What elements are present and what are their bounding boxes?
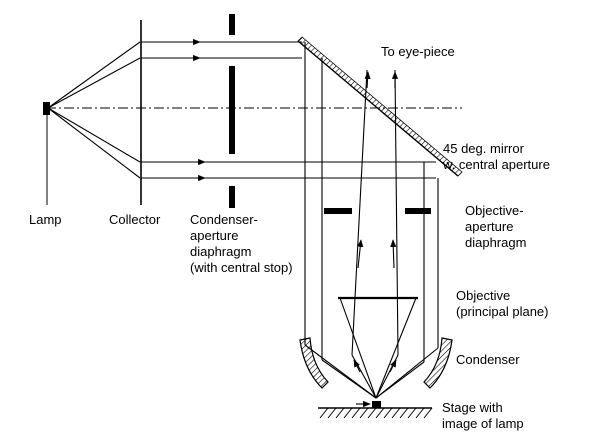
label-mirror-line1: 45 deg. mirror [443, 141, 524, 156]
reflected-beams [304, 42, 439, 362]
imaging-rays [304, 69, 439, 399]
label-condenser-aperture: Condenser- aperture diaphragm (with cent… [190, 212, 293, 276]
label-lamp: Lamp [29, 212, 62, 227]
beam-arrows [180, 38, 206, 182]
objective-aperture-diaphragm [324, 208, 431, 214]
label-stage: Stage with image of lamp [442, 400, 524, 432]
label-objective-aperture-line3: diaphragm [465, 235, 527, 250]
label-stage-line1: Stage with [442, 400, 503, 415]
label-objective-aperture-line2: aperture [465, 219, 514, 234]
label-condenser: Condenser [456, 352, 520, 367]
condenser-reflectors [299, 337, 453, 389]
stage [318, 400, 433, 419]
label-to-eyepiece: To eye-piece [381, 44, 455, 59]
lamp-rays [47, 41, 141, 179]
label-condenser-aperture-line1: Condenser- [190, 212, 258, 227]
label-condenser-aperture-line3: diaphragm [190, 244, 252, 259]
label-stage-line2: image of lamp [442, 416, 524, 431]
imaging-ray-arrows [353, 71, 399, 373]
label-objective-line2: (principal plane) [456, 304, 549, 319]
parallel-beams [141, 41, 436, 179]
label-objective-aperture-line1: Objective- [465, 203, 524, 218]
label-condenser-aperture-line4: (with central stop) [190, 260, 293, 275]
label-objective: Objective (principal plane) [456, 288, 549, 320]
label-objective-aperture: Objective- aperture diaphragm [465, 203, 526, 251]
label-mirror: 45 deg. mirror w. central aperture [443, 141, 550, 173]
label-collector: Collector [109, 212, 161, 227]
label-condenser-aperture-line2: aperture [190, 228, 239, 243]
label-objective-line1: Objective [456, 288, 511, 303]
condenser-aperture-diaphragm [229, 14, 235, 208]
label-mirror-line2: w. central aperture [443, 157, 550, 172]
lamp-filament [43, 102, 50, 115]
mirror-45 [297, 36, 463, 177]
